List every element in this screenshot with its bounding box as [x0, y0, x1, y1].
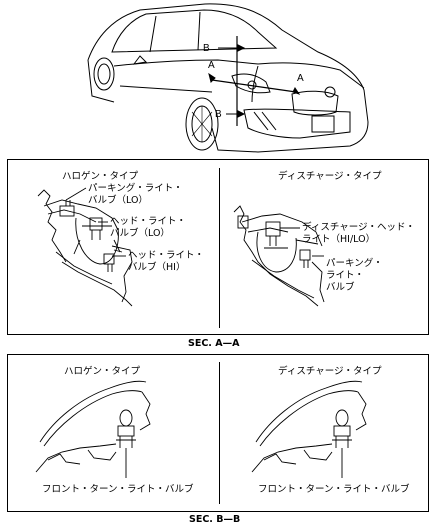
- headlight-bulb-hi-label-line2: バルブ（HI）: [128, 262, 186, 273]
- parking-bulb-lo-label-line1: パーキング・ライト・: [88, 183, 183, 194]
- section-bb-frame: [7, 354, 429, 512]
- section-aa-right-title: ディスチャージ・タイプ: [278, 171, 382, 182]
- front-turn-bulb-label-left: フロント・ターン・ライト・バルブ: [42, 484, 194, 495]
- section-aa-left-title: ハロゲン・タイプ: [62, 171, 139, 182]
- section-aa-drawing: [37, 187, 325, 307]
- section-bb-caption: SEC. B—B: [189, 514, 241, 525]
- section-marker-a-upper: A: [208, 60, 215, 71]
- parking-bulb-label-line3: バルブ: [326, 282, 355, 293]
- section-marker-b-bottom: B: [215, 109, 222, 120]
- headlight-bulb-lo-label-line2: バルブ（LO）: [110, 228, 170, 239]
- section-marker-a-right: A: [297, 73, 304, 84]
- section-bb-left-title: ハロゲン・タイプ: [64, 366, 141, 377]
- discharge-headlight-label-line1: ディスチャージ・ヘッド・: [302, 222, 416, 233]
- section-marker-b-top: B: [203, 43, 210, 54]
- car-illustration: [87, 3, 369, 153]
- section-bb-divider: [219, 362, 220, 504]
- section-aa-caption: SEC. A—A: [188, 338, 240, 349]
- section-bb-right-title: ディスチャージ・タイプ: [278, 366, 382, 377]
- parking-bulb-label-line2: ライト・: [326, 270, 365, 281]
- section-aa-frame: [7, 159, 429, 335]
- discharge-headlight-label-line2: ライト（HI/LO）: [302, 234, 376, 245]
- parking-bulb-label-line1: パーキング・: [326, 258, 383, 269]
- section-aa-divider: [219, 168, 220, 328]
- front-turn-bulb-label-right: フロント・ターン・ライト・バルブ: [258, 484, 410, 495]
- headlight-bulb-hi-label-line1: ヘッド・ライト・: [128, 250, 205, 261]
- headlight-bulb-lo-label-line1: ヘッド・ライト・: [110, 216, 187, 227]
- parking-bulb-lo-label-line2: バルブ（LO）: [88, 195, 148, 206]
